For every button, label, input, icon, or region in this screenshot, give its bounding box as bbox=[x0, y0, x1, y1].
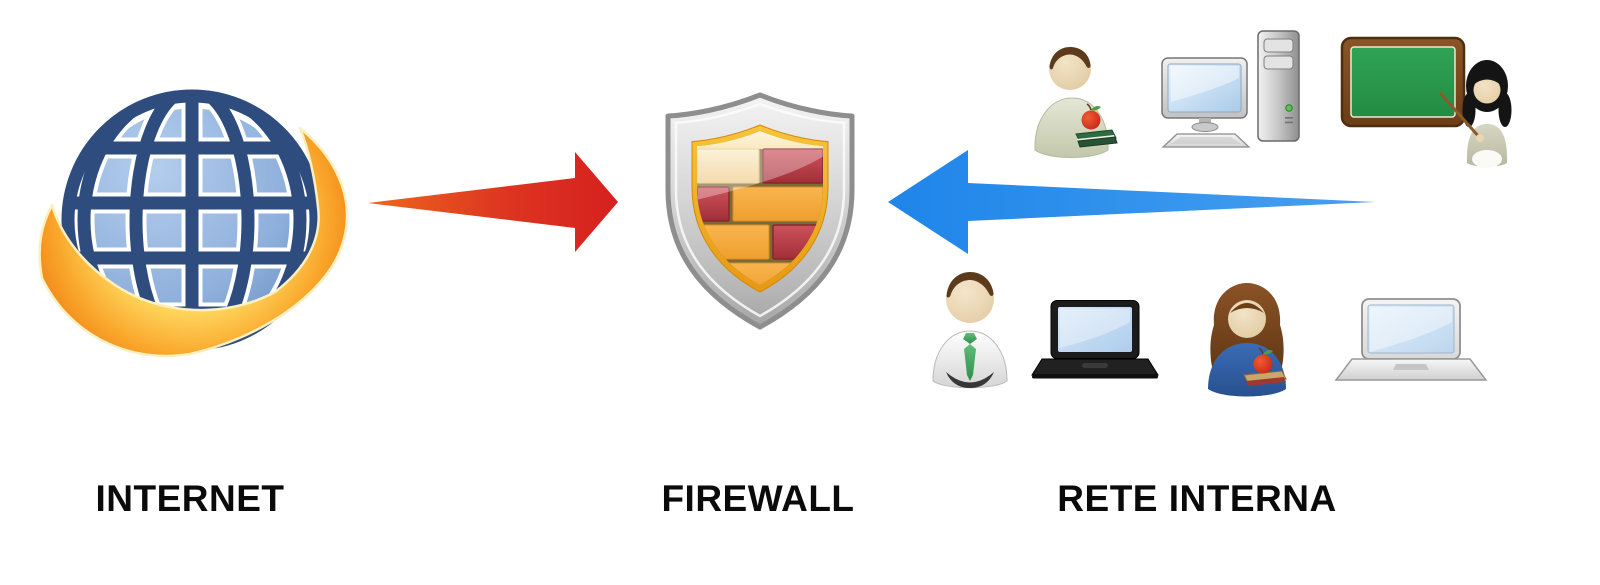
tie-icon bbox=[963, 333, 977, 381]
blackboard bbox=[1340, 36, 1466, 128]
teacher-woman bbox=[1439, 60, 1512, 168]
internet-label: INTERNET bbox=[95, 478, 285, 519]
apple-icon bbox=[1081, 103, 1101, 130]
desktop-computer-icon bbox=[1161, 30, 1300, 148]
globe-icon bbox=[38, 89, 349, 358]
internet-to-firewall-arrow bbox=[368, 152, 618, 252]
rete-interna-label: RETE INTERNA bbox=[1057, 478, 1337, 519]
computer-tower bbox=[1257, 30, 1300, 142]
book-icon bbox=[1243, 370, 1287, 386]
internal-network-to-firewall-arrow bbox=[888, 150, 1375, 254]
keyboard bbox=[1161, 133, 1251, 148]
businessman-icon bbox=[932, 272, 1008, 389]
globe-swoosh bbox=[38, 126, 349, 358]
white-laptop-icon bbox=[1334, 298, 1488, 381]
black-laptop-icon bbox=[1031, 300, 1159, 379]
blackboard-teacher-icon bbox=[1340, 36, 1512, 168]
firewall-label: FIREWALL bbox=[661, 478, 855, 519]
pointer-stick bbox=[1439, 92, 1482, 140]
power-led bbox=[1285, 104, 1293, 112]
monitor bbox=[1161, 57, 1248, 132]
firewall-shield-icon bbox=[665, 92, 855, 330]
books-icon bbox=[1075, 129, 1118, 148]
teacher-man-icon bbox=[1034, 47, 1118, 158]
student-woman-icon bbox=[1208, 283, 1287, 397]
apple-icon bbox=[1253, 347, 1273, 374]
